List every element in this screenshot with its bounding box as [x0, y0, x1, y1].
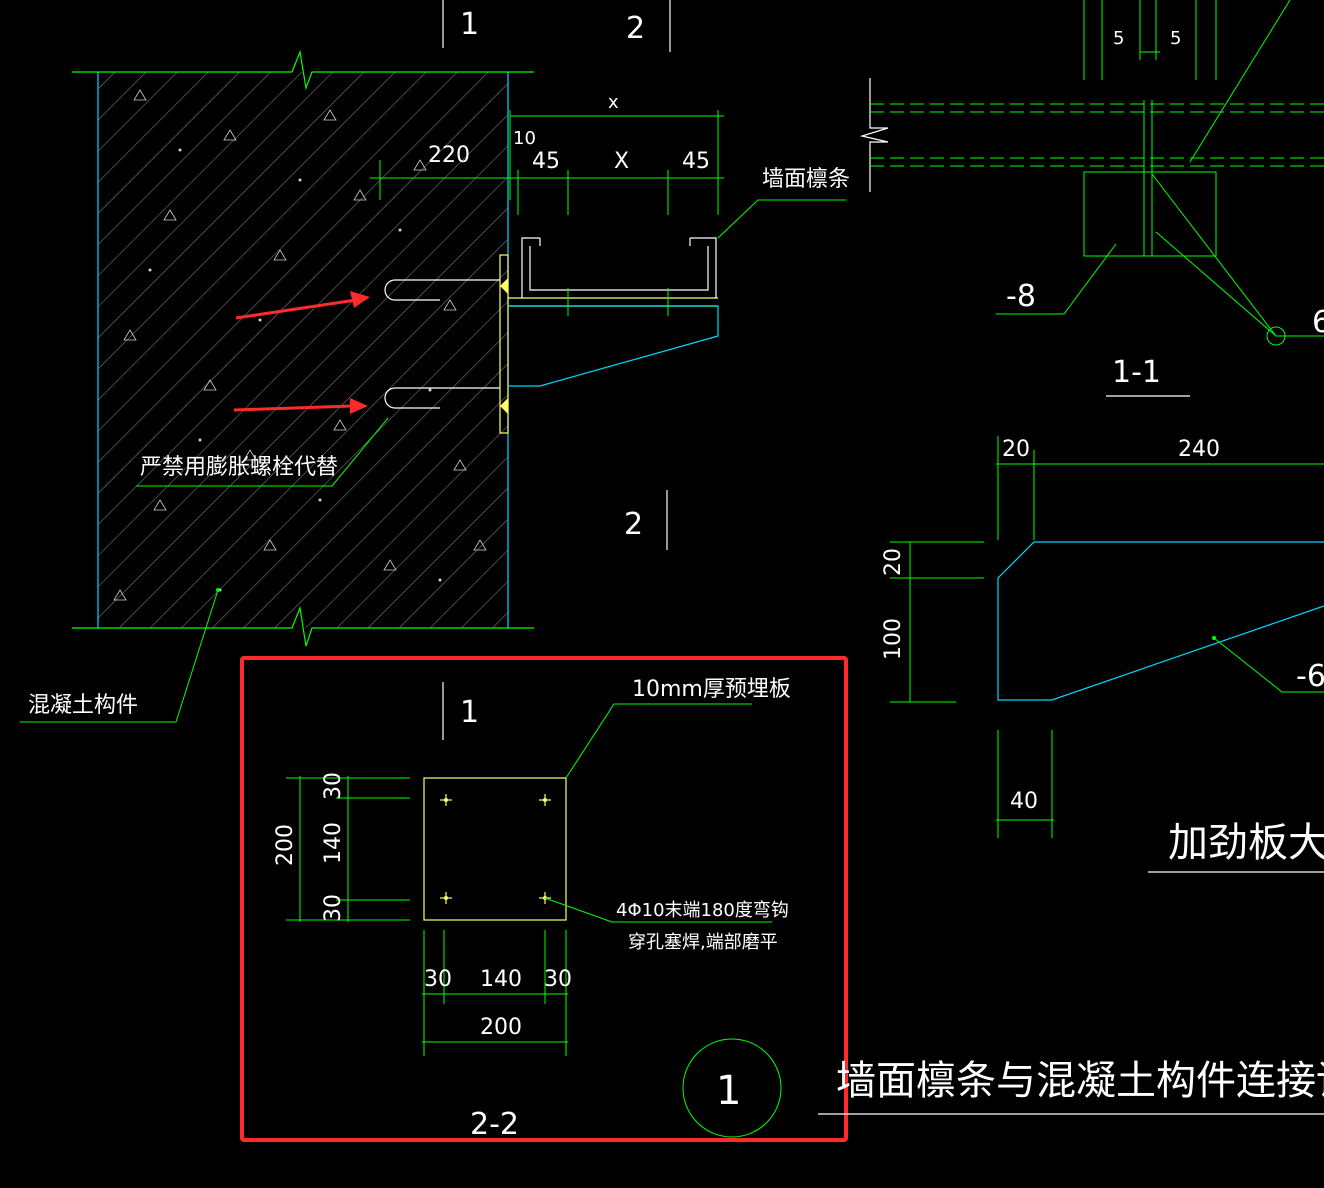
embed-plate-side: [499, 254, 509, 434]
dim-5-left: 5: [1113, 28, 1124, 49]
dim-45b: 45: [682, 149, 710, 174]
dim-22-200-v: 200: [273, 824, 298, 866]
label-plate-6a: -6: [1296, 659, 1324, 694]
label-embed-plate: 10mm厚预埋板: [632, 677, 791, 702]
dim-X: X: [614, 149, 629, 174]
dim-22-200-h: 200: [480, 1015, 522, 1040]
plate-holes: [440, 794, 551, 904]
dim-22-140-h: 140: [480, 967, 522, 992]
dim-220: 220: [428, 143, 470, 168]
label-rebar-line1: 4Φ10末端180度弯钩: [616, 900, 789, 921]
label-section-2-2: 2-2: [470, 1107, 519, 1142]
section-2-2: 1 30 140 30 200 30 140: [273, 677, 791, 1142]
section-1-1: 5 5 6 -8 1-1: [859, 0, 1324, 397]
label-section-1-1: 1-1: [1112, 355, 1161, 390]
dim-22-140-v: 140: [321, 822, 346, 864]
section-mark-2-top: 2: [626, 11, 645, 46]
dim-22-30-left: 30: [424, 967, 452, 992]
purlin-bracket: [508, 237, 719, 387]
dim-45a: 45: [532, 149, 560, 174]
main-dimensions: 220 10 45 X 45 x: [370, 92, 724, 215]
label-purlin: 墙面檩条: [762, 167, 850, 192]
dim-5-right: 5: [1170, 28, 1181, 49]
anchor-rebars: [384, 279, 500, 409]
dim-stiff-40: 40: [1010, 789, 1038, 814]
dim-stiff-100: 100: [881, 618, 906, 660]
red-arrows: [233, 291, 370, 414]
dim-22-30-bottom: 30: [321, 894, 346, 922]
dim-22-30-right: 30: [544, 967, 572, 992]
dim-x: x: [608, 92, 619, 113]
section-mark-1-top: 1: [460, 7, 479, 42]
section-marks-main: 1 2 2: [442, 0, 671, 550]
detail-number: 1: [716, 1068, 741, 1114]
dim-stiff-20h: 20: [1002, 437, 1030, 462]
highlight-box: [240, 656, 848, 1142]
dim-22-30-top: 30: [321, 772, 346, 800]
main-labels: 墙面檩条 严禁用膨胀螺栓代替 混凝土构件: [20, 167, 850, 723]
dim-stiff-240: 240: [1178, 437, 1220, 462]
label-concrete: 混凝土构件: [28, 693, 138, 718]
title-block: 墙面檩条与混凝土构件连接详图: [818, 1058, 1324, 1115]
drawing-title: 墙面檩条与混凝土构件连接详图: [836, 1058, 1324, 1104]
section-mark-1-lower: 1: [460, 695, 479, 730]
stiffener-detail: 20 240 20 100 40 -6 加劲板大样: [881, 436, 1324, 873]
label-no-expansion-bolt: 严禁用膨胀螺栓代替: [140, 455, 338, 480]
label-rebar-line2: 穿孔塞焊,端部磨平: [628, 932, 778, 953]
label-stiffener-title: 加劲板大样: [1168, 820, 1324, 866]
dim-stiff-20v: 20: [881, 548, 906, 576]
section-mark-2-bottom: 2: [624, 507, 643, 542]
dim-10: 10: [513, 128, 536, 149]
concrete-member: [72, 49, 534, 647]
label-plate-8: -8: [1006, 279, 1036, 314]
label-plate-6b: 6: [1312, 305, 1324, 340]
